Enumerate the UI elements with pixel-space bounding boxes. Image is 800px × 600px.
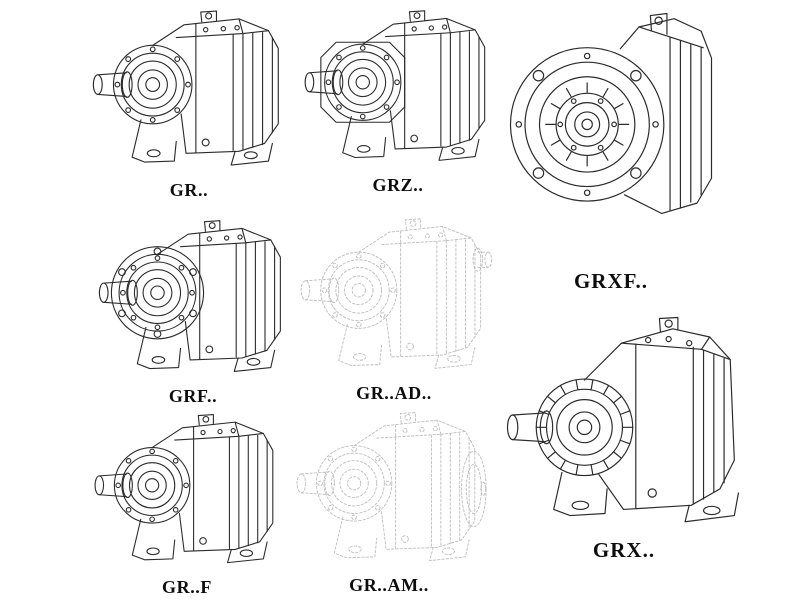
figure-grad: GR..AD.. (294, 212, 494, 404)
grx-large-gearbox-drawing (506, 316, 740, 523)
figure-label-grxf: GRXF.. (573, 269, 649, 293)
figure-grxf: GRXF.. (496, 2, 726, 294)
grf-flange-gearbox-drawing (92, 214, 294, 382)
grf-foot-mounted-gearbox-drawing (94, 414, 274, 564)
figure-gr: GR.. (86, 4, 292, 201)
figure-grf: GRF.. (92, 214, 294, 407)
figure-label-grz: GRZ.. (372, 175, 424, 195)
figure-grx: GRX.. (498, 298, 750, 563)
figure-label-grx: GRX.. (592, 538, 656, 562)
figure-label-grfoot: GR..F (162, 577, 212, 597)
grz-gearbox-drawing (298, 4, 498, 171)
gram-ghost-gearbox-drawing (290, 406, 488, 571)
figure-label-grad: GR..AD.. (356, 383, 432, 403)
figure-label-gram: GR..AM.. (349, 575, 429, 595)
grxf-flange-gearbox-drawing (509, 12, 713, 215)
figure-grfoot: GR..F (88, 408, 286, 598)
gr-foot-mounted-gearbox-drawing (92, 10, 279, 166)
figure-label-grf: GRF.. (168, 386, 218, 406)
figure-gram: GR..AM.. (290, 406, 488, 596)
figure-label-gr: GR.. (169, 180, 209, 200)
figure-grz: GRZ.. (298, 4, 498, 196)
grad-ghost-gearbox-drawing (294, 212, 494, 379)
